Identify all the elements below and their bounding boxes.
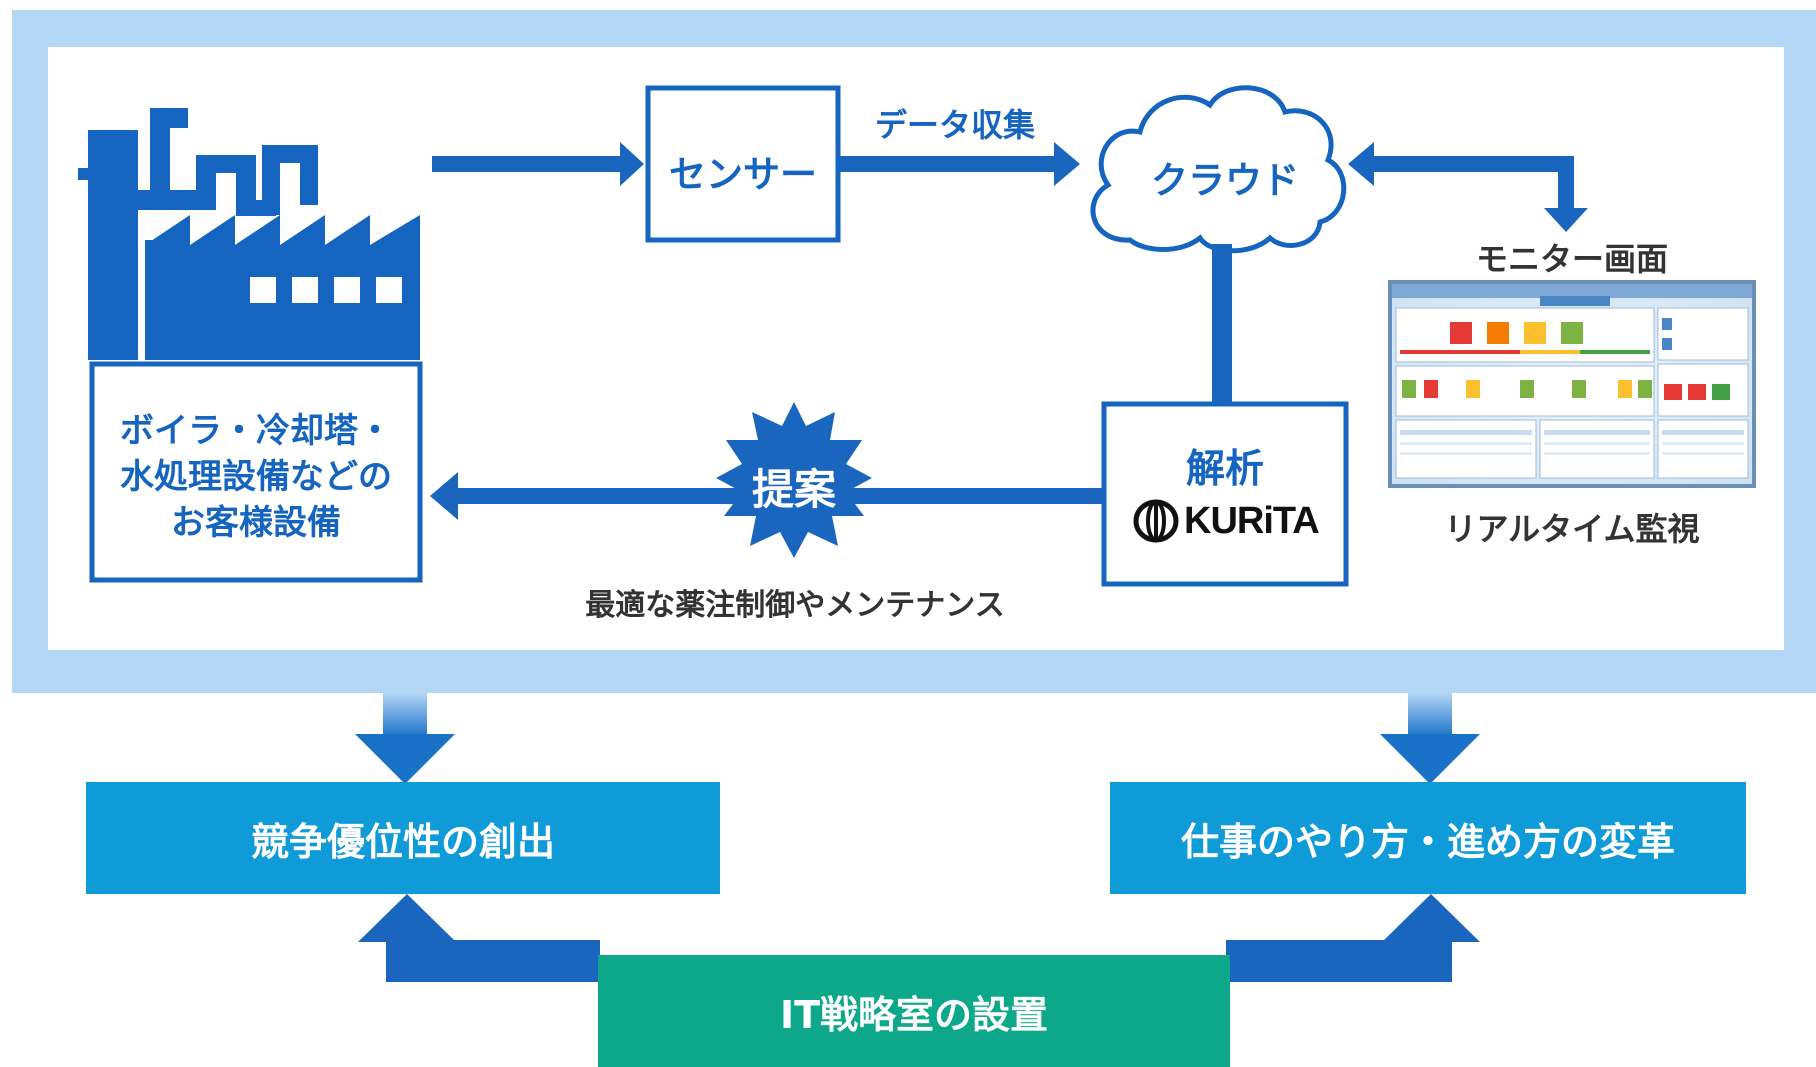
customer-equipment-label: ボイラ・冷却塔・ 水処理設備などの お客様設備 <box>120 411 392 543</box>
sensor-label: センサー <box>669 153 817 196</box>
proposal-label: 提案 <box>751 465 836 514</box>
outcome-right-label: 仕事のやり方・進め方の変革 <box>1180 819 1675 864</box>
foundation-it-strategy: IT戦略室の設置 <box>598 955 1230 1067</box>
kurita-logo: KURiTA <box>1132 498 1332 544</box>
outcome-competitive-advantage: 競争優位性の創出 <box>86 782 720 894</box>
proposal-detail-label: 最適な薬注制御やメンテナンス <box>585 588 1005 623</box>
factory-icon <box>78 108 420 360</box>
realtime-monitoring-label: リアルタイム監視 <box>1444 510 1700 548</box>
arrow-to-sensor <box>432 142 644 186</box>
arrow-to-cloud <box>838 142 1080 186</box>
kurita-logo-mark <box>1133 499 1179 543</box>
analysis-box <box>1101 401 1349 587</box>
starburst-icon <box>716 402 872 558</box>
cloud-label: クラウド <box>1151 159 1299 202</box>
sensor-box <box>645 85 841 243</box>
down-arrow-left <box>355 693 455 784</box>
arrow-cloud-monitor <box>1348 142 1588 232</box>
cloud-icon <box>1090 85 1347 254</box>
outcome-work-reform: 仕事のやり方・進め方の変革 <box>1110 782 1746 894</box>
factory-windows <box>250 277 402 303</box>
outcome-left-label: 競争優位性の創出 <box>250 819 555 864</box>
analysis-label: 解析 <box>1185 447 1264 492</box>
up-arrow-left <box>358 894 600 982</box>
data-collection-label: データ収集 <box>874 106 1035 144</box>
down-arrow-right <box>1380 693 1480 784</box>
monitor-screenshot <box>1388 280 1756 488</box>
customer-equipment-box <box>89 361 423 583</box>
kurita-logo-text: KURiTA <box>1184 499 1320 542</box>
foundation-label: IT戦略室の設置 <box>779 992 1049 1037</box>
up-arrow-right <box>1226 894 1480 982</box>
cloud-analysis-line <box>1212 244 1232 404</box>
monitor-screen-label: モニター画面 <box>1475 240 1668 278</box>
